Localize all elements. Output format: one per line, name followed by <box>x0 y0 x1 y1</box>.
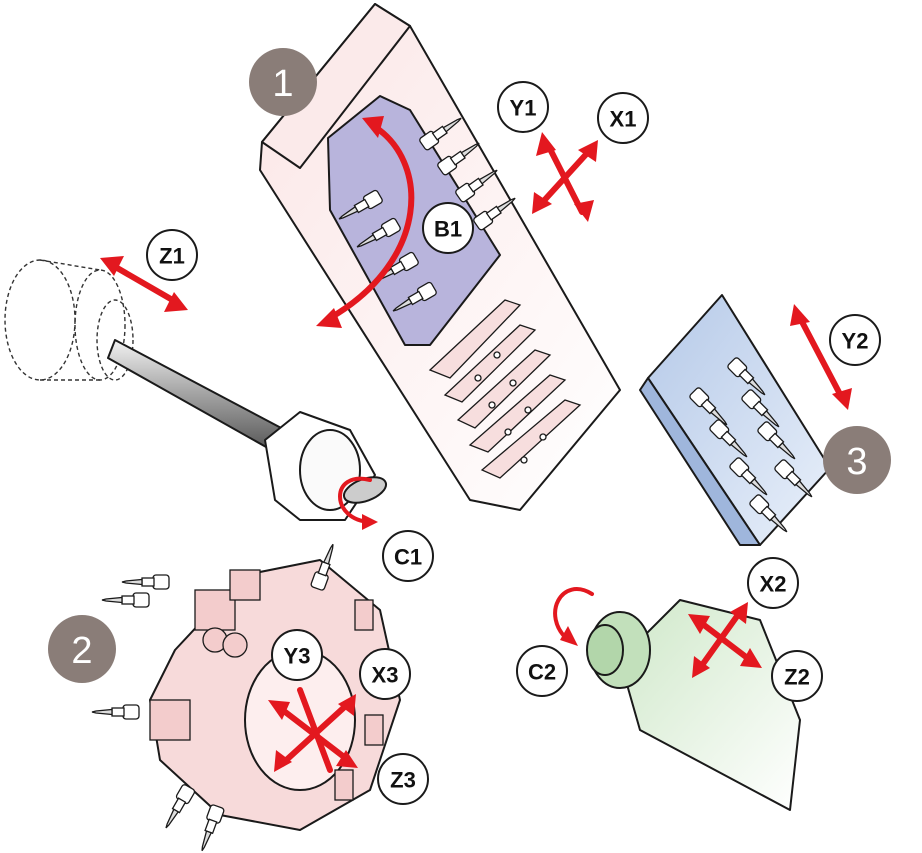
label-y1: Y1 <box>497 81 549 133</box>
z1-arrow <box>100 256 188 312</box>
unit-3-badge: 3 <box>823 426 891 494</box>
label-z2: Z2 <box>771 650 823 702</box>
y3-x3-z3-arrows <box>268 687 358 773</box>
spindle-1-housing-ghost <box>4 259 134 381</box>
svg-text:C2: C2 <box>528 660 556 685</box>
svg-text:Y2: Y2 <box>842 329 869 354</box>
svg-text:X2: X2 <box>760 572 787 597</box>
label-x2: X2 <box>747 557 799 609</box>
motion-arrows <box>100 116 852 773</box>
b1-arrow <box>327 122 415 321</box>
unit-1-badge: 1 <box>249 48 317 116</box>
y1-x1-arrows <box>532 132 598 222</box>
turret-3 <box>639 294 831 546</box>
svg-text:Y3: Y3 <box>284 644 311 669</box>
svg-text:Y1: Y1 <box>510 96 537 121</box>
unit-2-badge: 2 <box>48 615 116 683</box>
unit-badges: 1 2 3 <box>48 48 891 683</box>
axis-labels: Y1 X1 B1 Z1 C1 Y2 X2 Z2 <box>146 81 881 805</box>
y2-arrow <box>790 304 852 410</box>
label-y3: Y3 <box>271 629 323 681</box>
spindle-1 <box>4 259 388 521</box>
spindle-1-shaft <box>107 339 286 453</box>
svg-text:B1: B1 <box>434 217 462 242</box>
c1-arrow <box>338 476 372 524</box>
x2-z2-arrows <box>688 602 762 678</box>
turret-1 <box>259 3 621 511</box>
svg-text:X3: X3 <box>372 663 399 688</box>
spindle-2 <box>586 599 801 811</box>
svg-text:Z2: Z2 <box>784 665 810 690</box>
svg-text:X1: X1 <box>610 107 637 132</box>
label-x1: X1 <box>597 92 649 144</box>
label-y2: Y2 <box>829 314 881 366</box>
label-c1: C1 <box>382 530 434 582</box>
tool-holders <box>428 299 582 479</box>
c2-arrow <box>553 587 594 642</box>
svg-text:C1: C1 <box>394 545 422 570</box>
label-c2: C2 <box>516 645 568 697</box>
spindle-2-body <box>619 599 801 811</box>
label-z1: Z1 <box>146 229 198 281</box>
svg-text:1: 1 <box>272 63 293 105</box>
label-b1: B1 <box>422 202 474 254</box>
svg-text:3: 3 <box>846 441 867 483</box>
svg-text:Z3: Z3 <box>390 768 416 793</box>
label-x3: X3 <box>359 648 411 700</box>
svg-text:Z1: Z1 <box>159 244 185 269</box>
label-z3: Z3 <box>377 753 429 805</box>
svg-text:2: 2 <box>71 630 92 672</box>
